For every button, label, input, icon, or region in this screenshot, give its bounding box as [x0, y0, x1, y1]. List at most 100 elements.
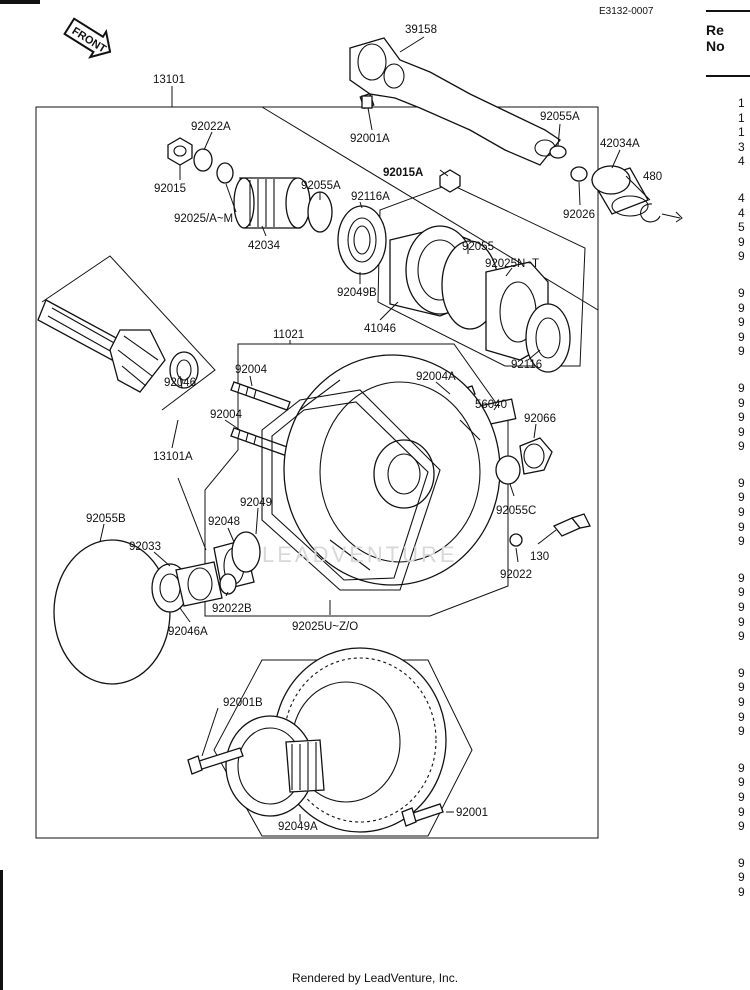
label-13101[interactable]: 13101	[153, 74, 185, 86]
label-92046[interactable]: 92046	[164, 377, 196, 389]
label-92046A[interactable]: 92046A	[168, 626, 208, 638]
label-92025NT[interactable]: 92025N~T	[485, 258, 539, 270]
ref-item[interactable]: 9	[738, 490, 745, 505]
ref-item[interactable]: 9	[738, 534, 745, 549]
ref-item[interactable]: 9	[738, 380, 745, 395]
ref-item[interactable]: 9	[738, 570, 745, 585]
ref-item[interactable]: 9	[738, 855, 745, 870]
label-92001[interactable]: 92001	[456, 807, 488, 819]
ref-item[interactable]: 9	[738, 505, 745, 520]
ref-no-header: Re No	[706, 22, 725, 54]
ref-item[interactable]: 9	[738, 629, 745, 644]
housing-group-outline	[204, 343, 509, 617]
coupling-part-42034	[233, 177, 311, 229]
part-labels: 39158 13101 92001A 92055A 42034A 480 920…	[86, 24, 662, 833]
ref-item[interactable]: 9	[738, 695, 745, 709]
ref-item[interactable]: 9	[738, 285, 745, 300]
label-92001A[interactable]: 92001A	[350, 133, 390, 145]
label-92001B[interactable]: 92001B	[223, 697, 263, 709]
ring-part-92025	[216, 162, 234, 184]
axle-housing-part	[349, 37, 561, 166]
seal-part-92026	[570, 166, 588, 182]
ring-gear-group-outline	[213, 659, 473, 837]
label-92049B[interactable]: 92049B	[337, 287, 377, 299]
label-130[interactable]: 130	[530, 551, 549, 563]
label-92004-upper[interactable]: 92004	[235, 364, 268, 376]
ref-item[interactable]: 9	[738, 870, 745, 885]
oring-part-92055C	[495, 455, 521, 485]
label-92055A-mid[interactable]: 92055A	[301, 180, 341, 192]
ref-item[interactable]: 9	[738, 300, 745, 315]
label-92048[interactable]: 92048	[208, 516, 240, 528]
ref-item[interactable]: 9	[738, 475, 745, 490]
label-92116A[interactable]: 92116A	[351, 191, 390, 203]
label-92025AM[interactable]: 92025/A~M	[174, 213, 233, 225]
diagram-code: E3132-0007	[599, 6, 654, 17]
ref-item[interactable]: 9	[738, 344, 745, 359]
label-92049A[interactable]: 92049A	[278, 821, 318, 833]
ref-item[interactable]: 9	[738, 410, 745, 425]
ref-item[interactable]: 3	[738, 139, 745, 154]
ref-item[interactable]: 9	[738, 804, 745, 819]
ref-item[interactable]: 1	[738, 125, 745, 140]
label-92015A[interactable]: 92015A	[383, 167, 423, 179]
label-92004-lower[interactable]: 92004	[210, 409, 243, 421]
ref-item[interactable]: 5	[738, 220, 745, 235]
ref-item[interactable]: 4	[738, 205, 745, 220]
label-92004A[interactable]: 92004A	[416, 371, 456, 383]
ref-item[interactable]: 4	[738, 190, 745, 205]
label-39158[interactable]: 39158	[405, 24, 437, 36]
filler-cap-part-92066	[519, 437, 553, 475]
label-92055C[interactable]: 92055C	[496, 505, 536, 517]
ref-item[interactable]: 9	[738, 395, 745, 410]
label-56040[interactable]: 56040	[475, 399, 507, 411]
label-92066[interactable]: 92066	[524, 413, 556, 425]
ref-item[interactable]: 9	[738, 614, 745, 629]
ref-item[interactable]: 9	[738, 884, 745, 899]
label-11021[interactable]: 11021	[273, 329, 304, 341]
label-92022B[interactable]: 92022B	[212, 603, 252, 615]
label-92022[interactable]: 92022	[500, 569, 532, 581]
label-13101A[interactable]: 13101A	[153, 451, 193, 463]
ref-item[interactable]: 9	[738, 724, 745, 739]
ref-item[interactable]: 9	[738, 665, 745, 680]
label-480[interactable]: 480	[643, 171, 662, 183]
ref-item[interactable]: 9	[738, 234, 745, 249]
ref-item[interactable]: 9	[738, 439, 745, 454]
bearing-part-92033	[175, 561, 223, 607]
header-rule-top	[706, 10, 750, 12]
ref-item[interactable]: 9	[738, 760, 745, 775]
ref-item[interactable]: 1	[738, 110, 745, 125]
ref-item[interactable]: 9	[738, 424, 745, 439]
ref-item[interactable]: 9	[738, 315, 745, 330]
label-92022A[interactable]: 92022A	[191, 121, 231, 133]
housing-part-11021	[283, 354, 501, 586]
label-42034A[interactable]: 42034A	[600, 138, 640, 150]
label-92026[interactable]: 92026	[563, 209, 595, 221]
watermark-text: LEADVENTURE	[262, 542, 458, 567]
ref-item[interactable]: 9	[738, 680, 745, 695]
ref-item[interactable]: 9	[738, 249, 745, 264]
label-92055A-upper[interactable]: 92055A	[540, 111, 580, 123]
label-92116[interactable]: 92116	[511, 359, 542, 371]
ref-item[interactable]: 9	[738, 709, 745, 724]
shim-part-92049	[231, 531, 261, 573]
ref-item[interactable]: 9	[738, 775, 745, 790]
label-41046[interactable]: 41046	[364, 323, 396, 335]
ref-item[interactable]: 9	[738, 600, 745, 615]
ref-item[interactable]: 9	[738, 819, 745, 834]
ref-item[interactable]: 9	[738, 789, 745, 804]
pinion-group-bracket	[41, 255, 216, 411]
label-42034[interactable]: 42034	[248, 240, 281, 252]
label-92055B[interactable]: 92055B	[86, 513, 126, 525]
label-92015[interactable]: 92015	[154, 183, 186, 195]
label-92055[interactable]: 92055	[462, 241, 494, 253]
label-92025UZO[interactable]: 92025U~Z/O	[292, 621, 358, 633]
label-92049[interactable]: 92049	[240, 497, 272, 509]
ref-item[interactable]: 9	[738, 585, 745, 600]
ref-item[interactable]: 9	[738, 329, 745, 344]
ref-item[interactable]: 9	[738, 519, 745, 534]
ref-item[interactable]: 1	[738, 96, 745, 110]
ref-item[interactable]: 4	[738, 154, 745, 169]
label-92033[interactable]: 92033	[129, 541, 161, 553]
